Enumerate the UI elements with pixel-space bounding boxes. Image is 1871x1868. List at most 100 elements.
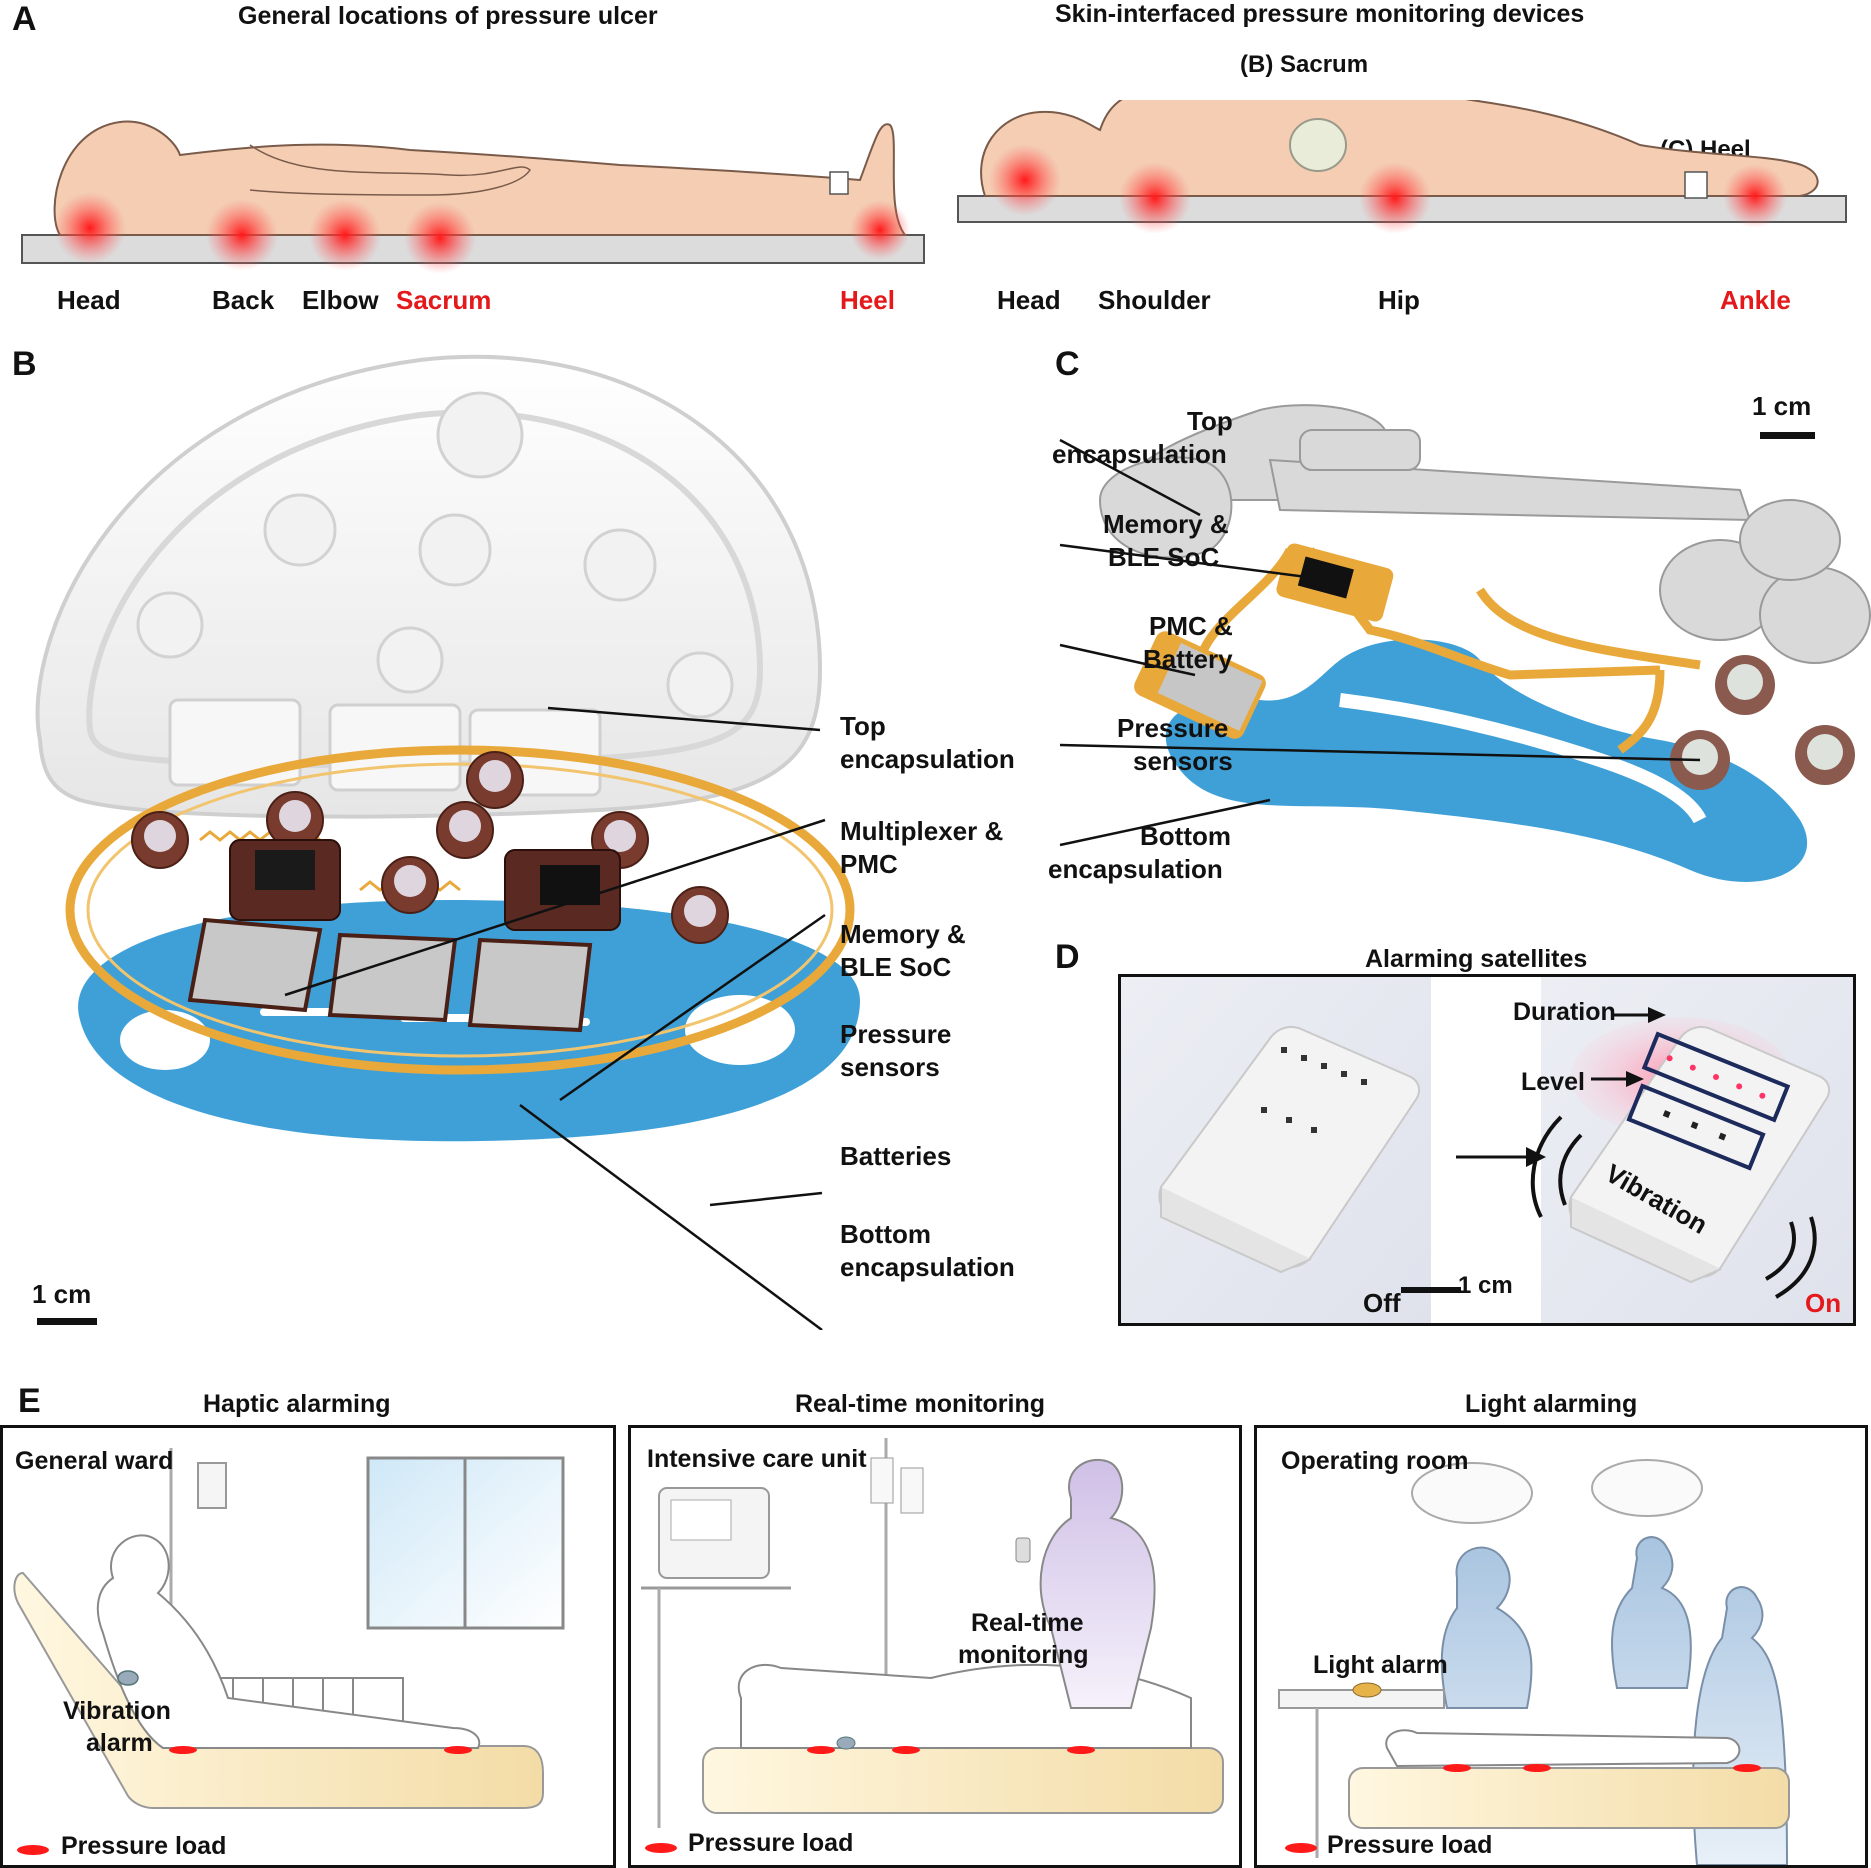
panel-a-left-title: General locations of pressure ulcer xyxy=(238,2,658,30)
ward-patient xyxy=(96,1534,481,1749)
c-label-bottom-encap-1: Bottom xyxy=(1140,821,1231,851)
hotspot-ankle-right xyxy=(1723,164,1787,228)
heel-top-encapsulation xyxy=(1098,404,1871,664)
b-label-top-encap-2: encapsulation xyxy=(840,744,1015,774)
ward-bed xyxy=(13,1571,544,1809)
hotspot-sacrum-left xyxy=(404,202,476,274)
site-hip-right: Hip xyxy=(1378,285,1420,315)
legend-pressure-mark xyxy=(1285,1843,1317,1853)
hotspot-head-left xyxy=(54,192,126,264)
hotspot-hip-right xyxy=(1359,162,1431,234)
scene-operating-room: Operating room Light alarm Pressure load xyxy=(1254,1425,1868,1868)
d-on-label: On xyxy=(1805,1288,1842,1318)
c-label-pmc-2: Battery xyxy=(1143,644,1233,674)
legend-pressure-mark xyxy=(645,1843,677,1853)
b-scale-label: 1 cm xyxy=(32,1279,92,1309)
panel-d-scale-bar xyxy=(1401,1287,1461,1293)
heel-flex-circuit xyxy=(1195,547,1701,754)
site-shoulder-right: Shoulder xyxy=(1098,285,1211,315)
site-heel-left: Heel xyxy=(840,285,895,315)
level-indicator-box xyxy=(1626,1083,1766,1171)
e-callout-light: Light alarm xyxy=(1313,1651,1448,1679)
heel-bottom-encapsulation xyxy=(1165,639,1808,882)
right-prone-body xyxy=(980,100,1819,197)
c-label-memory-2: BLE SoC xyxy=(1108,542,1220,572)
heel-pressure-sensors xyxy=(1670,655,1855,790)
ward-pressure-mark xyxy=(169,1746,197,1754)
panel-b-letter: B xyxy=(12,345,37,383)
sacrum-flex-circuit xyxy=(65,745,855,1075)
e-title-light: Light alarming xyxy=(1465,1390,1638,1418)
c-label-top-encap-2: encapsulation xyxy=(1052,439,1227,469)
panel-a-right-title: Skin-interfaced pressure monitoring devi… xyxy=(1055,0,1585,28)
e-callout-vibration-1: Vibration xyxy=(63,1697,171,1725)
or-bed xyxy=(1348,1767,1790,1829)
or-patient xyxy=(1385,1729,1741,1768)
b-label-memory-2: BLE SoC xyxy=(840,952,952,982)
c-label-bottom-encap-2: encapsulation xyxy=(1048,854,1223,884)
panel-d-letter: D xyxy=(1055,938,1080,976)
icu-pressure-mark xyxy=(807,1746,835,1754)
b-label-mux-2: PMC xyxy=(840,849,898,879)
b-label-memory-1: Memory & xyxy=(840,919,966,949)
vibration-waves xyxy=(1530,1115,1817,1299)
b-label-sensors-1: Pressure xyxy=(840,1019,952,1049)
c-label-sensors-1: Pressure xyxy=(1117,713,1229,743)
panel-d-photo-frame: Duration Level Vibration Off On 1 cm xyxy=(1118,974,1856,1326)
panel-b-scale-bar xyxy=(37,1318,97,1325)
left-supine-body xyxy=(53,120,908,236)
icu-bed xyxy=(702,1747,1224,1814)
panel-c-scale-bar xyxy=(1760,432,1815,439)
or-pressure-mark xyxy=(1733,1764,1761,1772)
panel-c-exploded-device xyxy=(1059,404,1871,882)
duration-indicator-box xyxy=(1641,1031,1791,1123)
panel-d-title: Alarming satellites xyxy=(1365,945,1588,973)
panel-e-letter: E xyxy=(18,1382,41,1420)
panel-a-letter: A xyxy=(12,0,37,38)
d-off-label: Off xyxy=(1363,1288,1401,1318)
e-callout-realtime-1: Real-time xyxy=(971,1609,1084,1637)
hotspot-elbow-left xyxy=(309,199,381,271)
scene-general-ward: General ward Vibration alarm Pressure lo… xyxy=(0,1425,616,1868)
site-sacrum-left: Sacrum xyxy=(396,285,492,315)
or-pressure-mark xyxy=(1523,1764,1551,1772)
e-setting-ward: General ward xyxy=(15,1447,174,1475)
site-back-left: Back xyxy=(212,285,275,315)
e-setting-or: Operating room xyxy=(1281,1447,1469,1475)
e-callout-vibration-2: alarm xyxy=(86,1729,153,1757)
site-head-left: Head xyxy=(57,285,121,315)
hotspot-head-right xyxy=(989,144,1061,216)
hotspot-shoulder-right xyxy=(1119,162,1191,234)
heel-device-on-body xyxy=(1684,171,1708,199)
c-scale-label: 1 cm xyxy=(1752,391,1812,421)
sacrum-device-on-body xyxy=(1289,118,1347,172)
icu-pressure-mark xyxy=(892,1746,920,1754)
site-head-right: Head xyxy=(997,285,1061,315)
b-label-sensors-2: sensors xyxy=(840,1052,940,1082)
or-surgical-lamps xyxy=(1411,1459,1703,1524)
e-legend-ward: Pressure load xyxy=(61,1832,227,1860)
legend-pressure-mark xyxy=(17,1845,49,1855)
b-label-bottom-encap-2: encapsulation xyxy=(840,1252,1015,1282)
b-label-bottom-encap-1: Bottom xyxy=(840,1219,931,1249)
hotspot-back-left xyxy=(206,199,278,271)
b-label-top-encap-1: Top xyxy=(840,711,886,741)
scene-icu: Intensive care unit Real-time monitoring… xyxy=(628,1425,1242,1868)
e-setting-icu: Intensive care unit xyxy=(647,1445,867,1473)
d-level-label: Level xyxy=(1521,1068,1585,1096)
c-label-pmc-1: PMC & xyxy=(1149,611,1233,641)
e-callout-realtime-2: monitoring xyxy=(958,1641,1089,1669)
sacrum-batteries xyxy=(187,917,593,1033)
or-light-alarm-device xyxy=(1352,1682,1382,1698)
e-legend-or: Pressure load xyxy=(1327,1831,1493,1859)
b-label-mux-1: Multiplexer & xyxy=(840,816,1004,846)
site-ankle-right: Ankle xyxy=(1720,285,1791,315)
e-title-realtime: Real-time monitoring xyxy=(795,1390,1046,1418)
c-label-memory-1: Memory & xyxy=(1103,509,1229,539)
icu-pressure-mark xyxy=(1067,1746,1095,1754)
d-duration-label: Duration xyxy=(1513,998,1616,1026)
hotspot-heel-left xyxy=(850,200,910,260)
panel-b-exploded-device xyxy=(35,354,860,1330)
e-legend-icu: Pressure load xyxy=(688,1829,854,1857)
sacrum-device-label: (B) Sacrum xyxy=(1240,51,1369,78)
